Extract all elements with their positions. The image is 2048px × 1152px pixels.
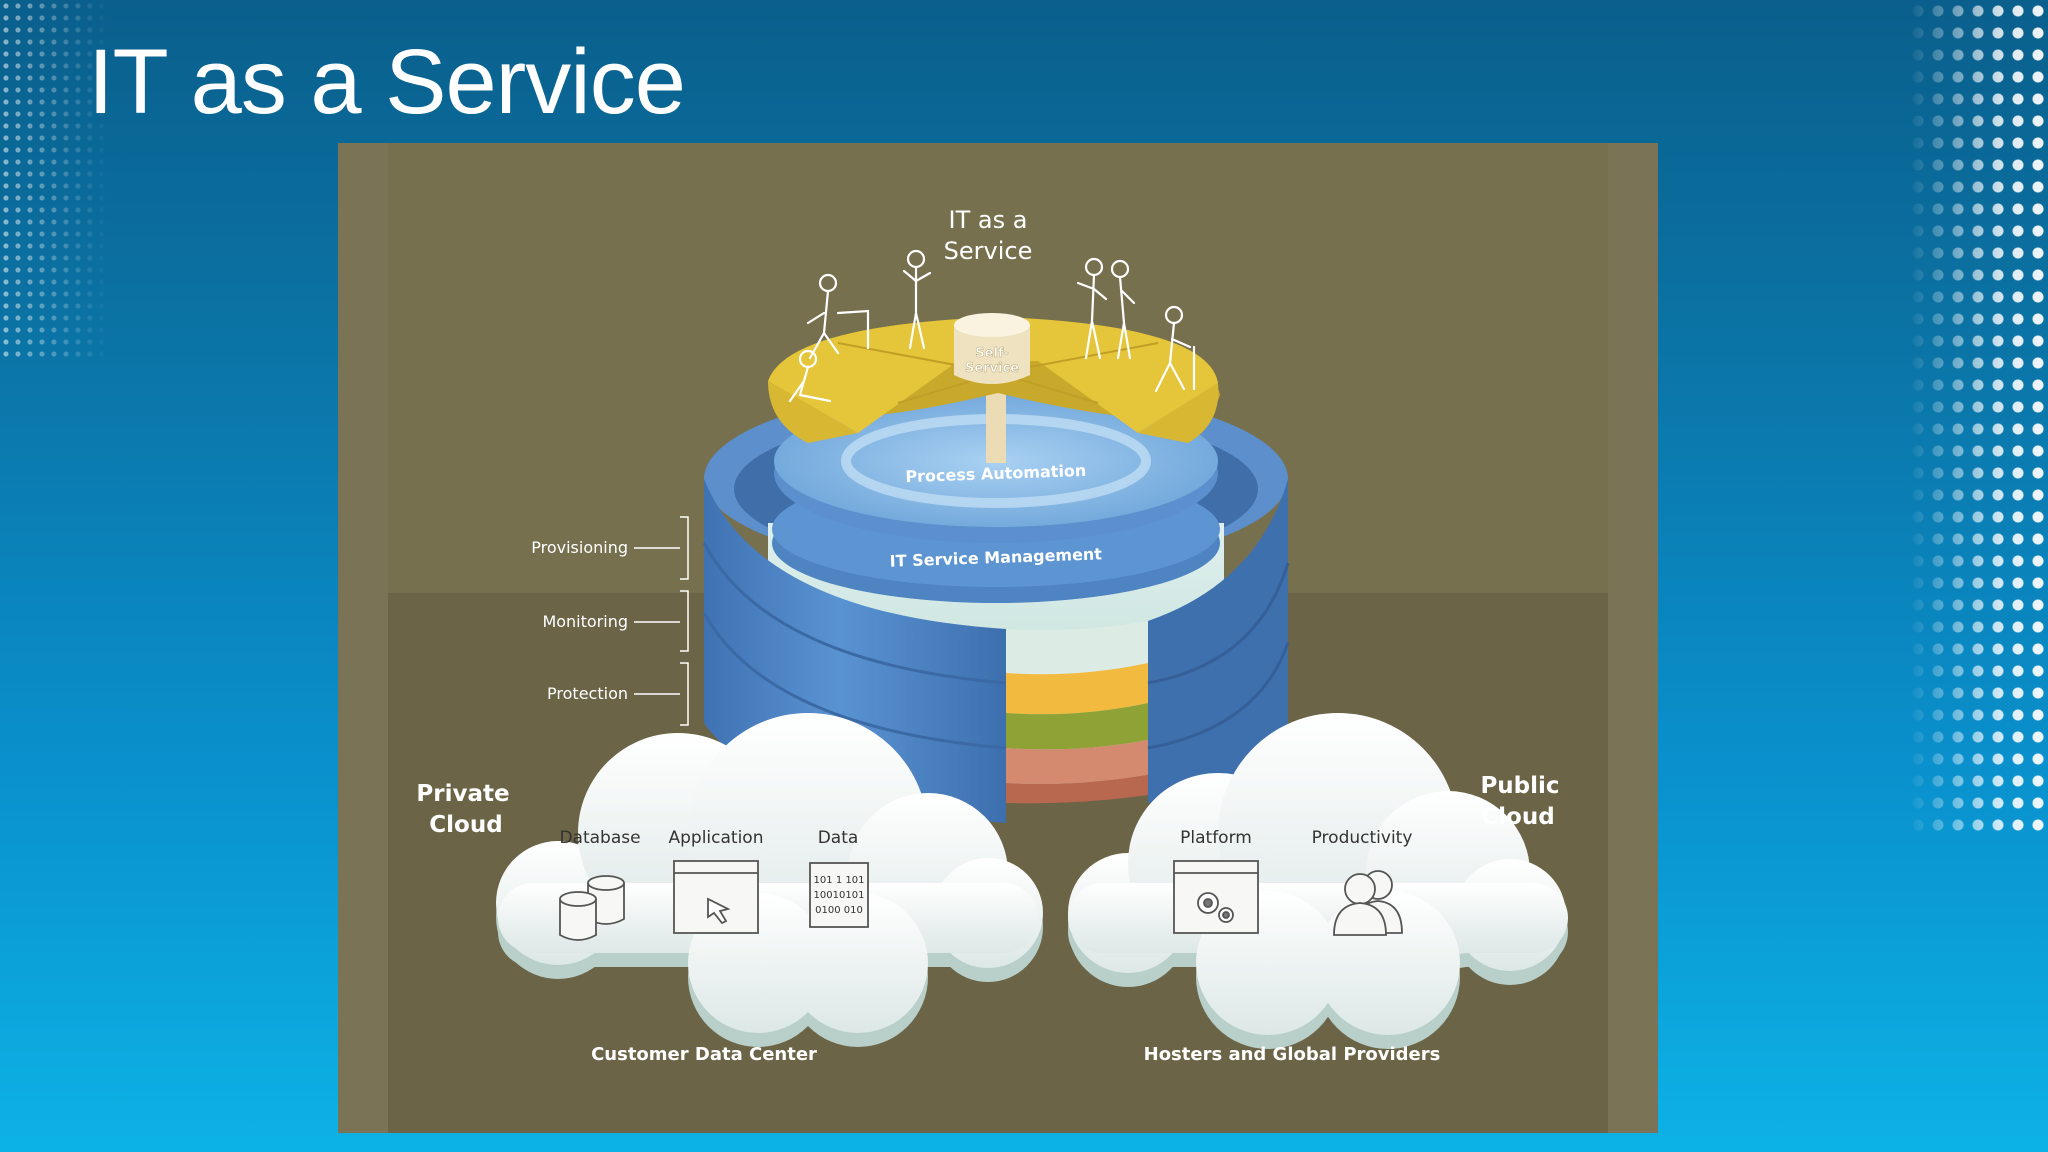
platform-gear-window-icon <box>1173 860 1259 934</box>
customer-data-center-caption: Customer Data Center <box>591 1044 817 1065</box>
application-label: Application <box>669 828 764 848</box>
users-sketch <box>788 249 1196 403</box>
it-service-cylinder: IT Service Management Process Automation… <box>702 206 1290 823</box>
private-cloud-title-line1: Private <box>416 781 509 807</box>
diagram-top-title-line1: IT as a <box>949 206 1028 234</box>
data-label: Data <box>818 828 859 848</box>
diagram-top-title-line2: Service <box>944 237 1033 265</box>
hosters-global-providers-caption: Hosters and Global Providers <box>1144 1044 1441 1065</box>
monitoring-label: Monitoring <box>542 612 628 631</box>
productivity-label: Productivity <box>1312 828 1413 848</box>
self-service-hub: Self- Service <box>954 313 1030 384</box>
diagram-panel: IT Service Management Process Automation… <box>338 143 1658 1133</box>
data-document-icon: 101 1 101 10010101 0100 010 <box>809 862 869 928</box>
provisioning-label: Provisioning <box>531 538 628 557</box>
private-cloud-title-line2: Cloud <box>429 812 502 838</box>
data-binary-line2: 10010101 <box>814 890 865 901</box>
data-binary-line3: 0100 010 <box>815 905 863 916</box>
public-cloud-title-line2: Cloud <box>1481 804 1554 830</box>
user-figure <box>1110 259 1136 360</box>
user-figure <box>902 249 932 350</box>
application-window-icon <box>673 860 759 934</box>
productivity-users-icon <box>1333 870 1403 936</box>
user-figure <box>1076 257 1108 360</box>
private-cloud-shape <box>496 713 1043 1047</box>
protection-label: Protection <box>547 684 628 703</box>
self-service-label-line1: Self- <box>975 346 1008 361</box>
database-icon <box>559 875 625 941</box>
layer-labels: Provisioning Monitoring Protection <box>531 516 689 726</box>
data-binary-line1: 101 1 101 <box>814 875 865 886</box>
self-service-label-line2: Service <box>965 361 1019 376</box>
user-figure <box>1154 305 1196 393</box>
database-label: Database <box>559 828 640 848</box>
decorative-dots-right <box>1908 0 2048 840</box>
public-cloud-shape <box>1068 713 1568 1049</box>
user-figure <box>806 273 870 360</box>
slide-title: IT as a Service <box>88 31 686 133</box>
public-cloud: Public Cloud Platform Productivity Hoste… <box>1068 713 1568 1065</box>
platform-label: Platform <box>1180 828 1252 848</box>
user-figure <box>788 349 832 403</box>
public-cloud-title-line1: Public <box>1480 773 1559 799</box>
itaas-diagram: IT Service Management Process Automation… <box>338 143 1658 1133</box>
private-cloud: Private Cloud Database Application Data … <box>416 713 1043 1065</box>
